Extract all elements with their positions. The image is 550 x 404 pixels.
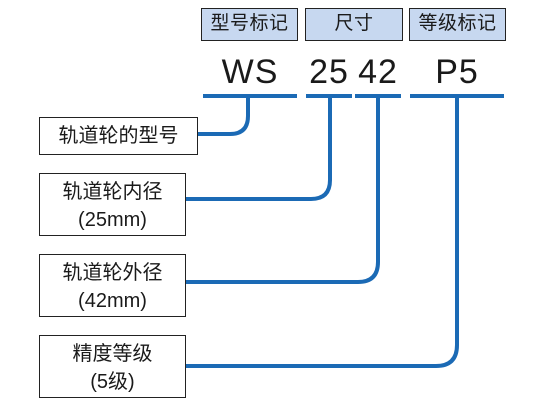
label-outer-diameter-value: (42mm) bbox=[78, 290, 147, 312]
label-rail-model: 轨道轮的型号 bbox=[39, 117, 198, 155]
label-precision-grade-text: 精度等级 bbox=[72, 343, 153, 365]
connector-inner bbox=[184, 96, 332, 201]
header-model-mark: 型号标记 bbox=[201, 8, 298, 41]
label-inner-diameter-value: (25mm) bbox=[78, 209, 147, 231]
header-grade-mark: 等级标记 bbox=[409, 8, 506, 41]
code-outer: 42 bbox=[358, 53, 398, 91]
label-precision-grade: 精度等级 (5级) bbox=[39, 335, 186, 398]
code-model: WS bbox=[221, 53, 279, 91]
label-rail-model-text: 轨道轮的型号 bbox=[58, 125, 179, 147]
connector-model bbox=[196, 96, 250, 136]
label-inner-diameter: 轨道轮内径 (25mm) bbox=[39, 173, 186, 236]
header-size: 尺寸 bbox=[305, 8, 403, 41]
label-outer-diameter-text: 轨道轮外径 bbox=[62, 262, 163, 284]
connector-outer bbox=[184, 96, 380, 284]
underline-model bbox=[203, 94, 297, 98]
label-precision-grade-value: (5级) bbox=[90, 371, 135, 393]
underline-inner bbox=[306, 94, 352, 98]
label-outer-diameter: 轨道轮外径 (42mm) bbox=[39, 254, 186, 317]
code-grade: P5 bbox=[435, 53, 479, 91]
connector-grade bbox=[184, 96, 459, 368]
label-inner-diameter-text: 轨道轮内径 bbox=[62, 181, 163, 203]
code-inner: 25 bbox=[309, 53, 349, 91]
